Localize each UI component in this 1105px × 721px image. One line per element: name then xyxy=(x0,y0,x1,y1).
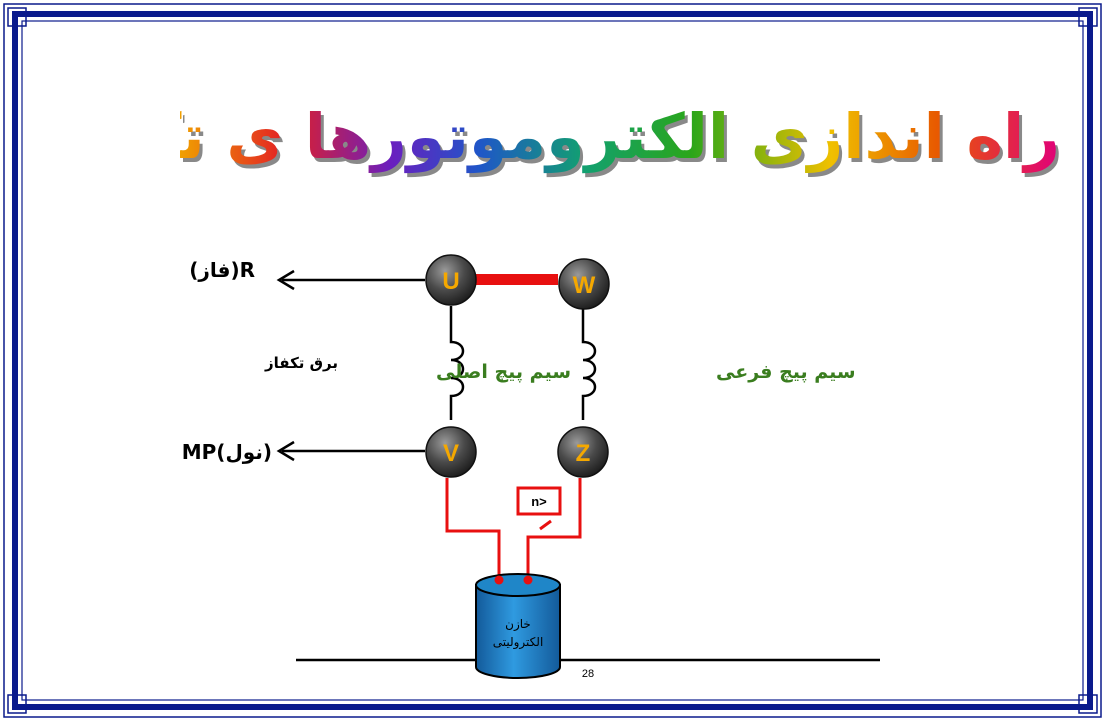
supply-label: برق تکفاز xyxy=(264,354,338,372)
slide-title: راه اندازی الکتروموتورها ی تک فاز: xyxy=(0,92,1060,182)
terminal-u-label: U xyxy=(442,268,459,295)
main-winding-label: سیم پیچ اصلی xyxy=(436,361,571,383)
wire-z-to-switch xyxy=(541,478,582,539)
aux-winding-coil xyxy=(581,306,597,420)
neutral-label: MP(نول) xyxy=(182,440,272,464)
terminal-z: Z xyxy=(557,426,609,478)
terminal-w: W xyxy=(558,258,610,310)
neutral-arrow xyxy=(276,440,425,462)
bridge-u-w xyxy=(470,274,558,285)
aux-winding-label: سیم پیچ فرعی xyxy=(716,361,856,383)
phase-label: (فاز)R xyxy=(189,258,255,282)
terminal-u: U xyxy=(425,254,477,306)
terminal-v-label: V xyxy=(443,440,459,467)
page-number: 28 xyxy=(582,668,594,680)
electrolytic-capacitor: خازن الکترولیتی xyxy=(475,573,561,679)
wire-v-to-capacitor xyxy=(445,478,501,580)
terminal-z-label: Z xyxy=(576,440,591,467)
terminal-v: V xyxy=(425,426,477,478)
capacitor-label-line1: خازن xyxy=(505,617,531,632)
switch-label: n> xyxy=(531,494,547,509)
centrifugal-switch: n> xyxy=(516,486,562,516)
wire-switch-to-capacitor xyxy=(526,535,541,580)
terminal-w-label: W xyxy=(573,272,596,299)
main-winding-coil xyxy=(449,306,465,420)
capacitor-label-line2: الکترولیتی xyxy=(493,635,544,650)
phase-arrow xyxy=(276,269,425,291)
switch-contact xyxy=(539,519,552,531)
